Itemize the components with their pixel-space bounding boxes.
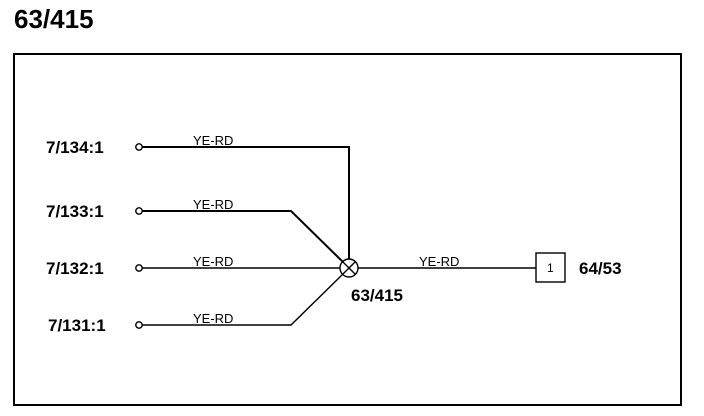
splice-label: 63/415 — [351, 286, 403, 305]
wire-7-131 — [142, 273, 344, 326]
connector-label-7-133: 7/133:1 — [46, 202, 104, 221]
wire-color-label-7-133: YE-RD — [193, 197, 233, 212]
connector-label-7-131: 7/131:1 — [48, 316, 106, 335]
wire-color-label-output: YE-RD — [419, 254, 459, 269]
output-connector-label: 64/53 — [579, 259, 622, 278]
splice-icon[interactable] — [339, 258, 359, 278]
connector-label-7-132: 7/132:1 — [46, 259, 104, 278]
output-pin-number: 1 — [547, 261, 554, 275]
connector-label-7-134: 7/134:1 — [46, 138, 104, 157]
wire-color-label-7-132: YE-RD — [193, 254, 233, 269]
terminal-7-134[interactable] — [135, 143, 143, 151]
terminal-7-133[interactable] — [135, 207, 143, 215]
wire-7-134 — [142, 146, 350, 259]
wire-color-label-7-134: YE-RD — [193, 133, 233, 148]
output-pin-box[interactable] — [535, 252, 566, 283]
diagram-frame — [13, 53, 682, 406]
page-title: 63/415 — [14, 4, 94, 34]
wire-7-133 — [142, 210, 345, 264]
wire-color-label-7-131: YE-RD — [193, 311, 233, 326]
terminal-7-131[interactable] — [135, 321, 143, 329]
terminal-7-132[interactable] — [135, 264, 143, 272]
